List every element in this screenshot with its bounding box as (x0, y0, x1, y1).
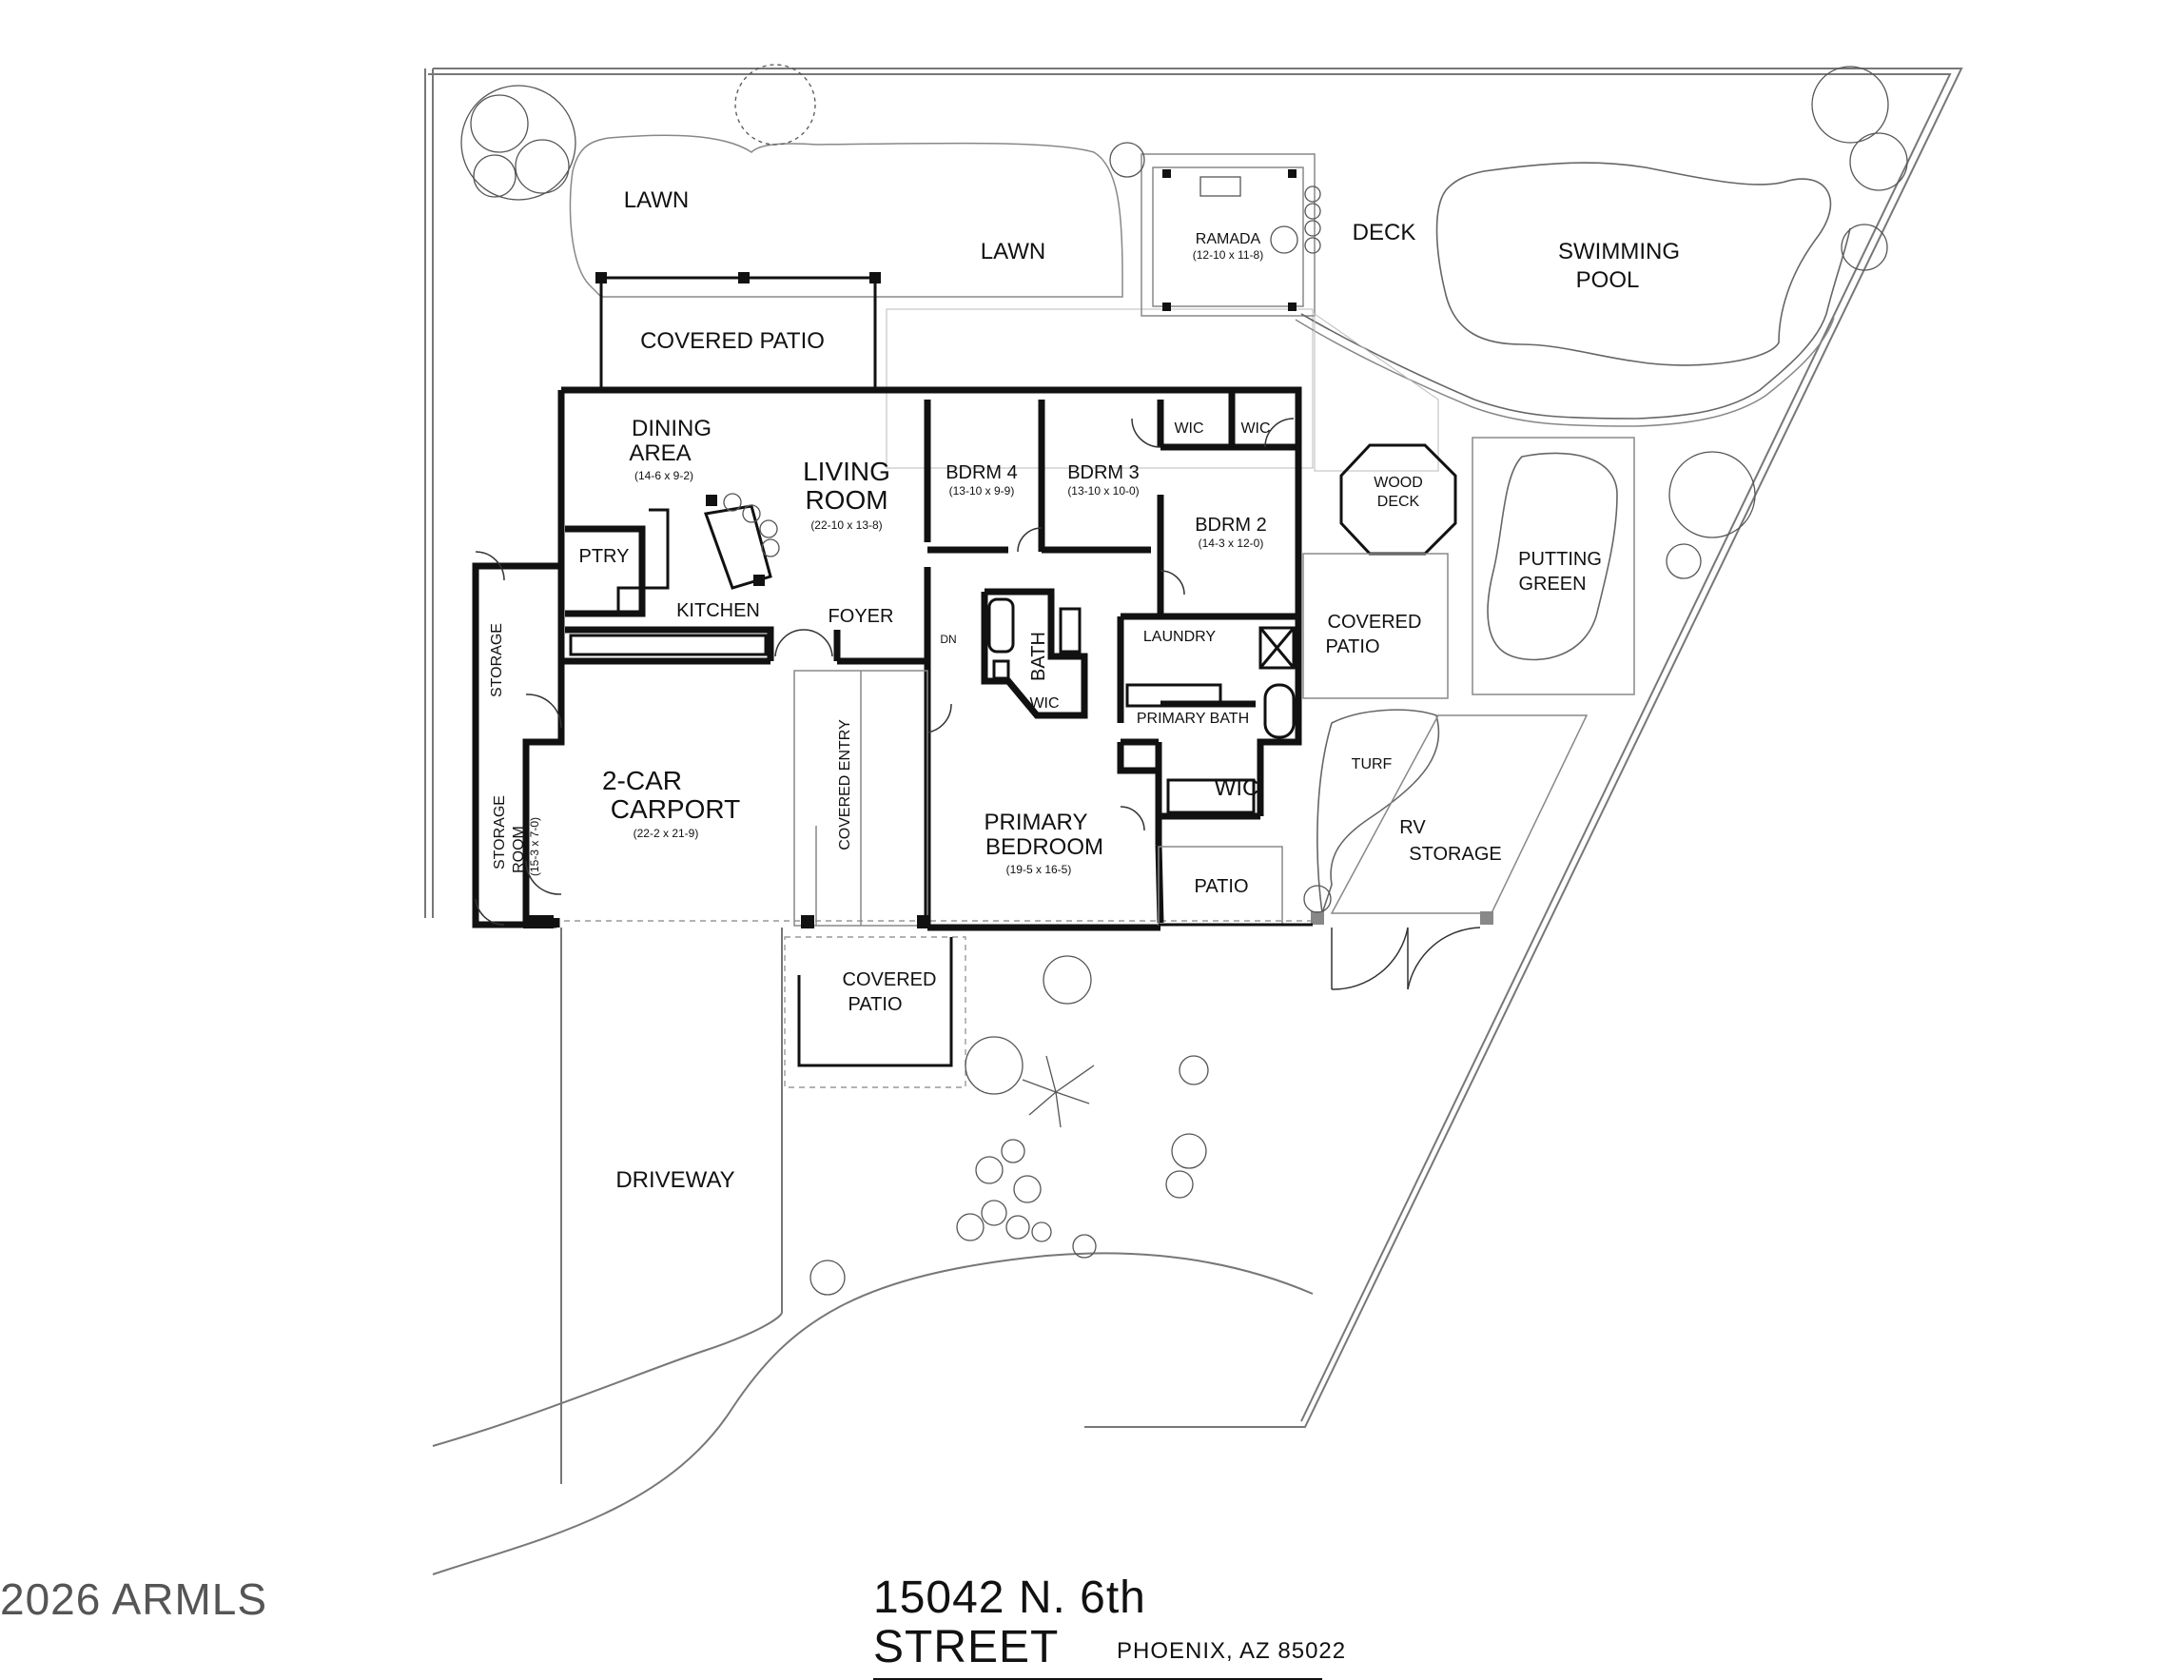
label-ramada: RAMADA (1196, 231, 1261, 247)
label-turf: TURF (1352, 756, 1393, 772)
label-covered-patio-side-2: PATIO (1325, 636, 1379, 657)
driveway (533, 920, 1313, 1484)
label-kitchen: KITCHEN (676, 600, 760, 621)
swimming-pool (1295, 162, 1851, 427)
label-laundry: LAUNDRY (1143, 629, 1217, 645)
shrub-cluster (956, 1139, 1052, 1242)
label-primary-bath: PRIMARY BATH (1137, 711, 1249, 727)
label-carport-1: 2-CAR (602, 766, 682, 795)
side-covered-patio (1302, 553, 1449, 699)
label-bdrm2-dim: (14-3 x 12-0) (1199, 537, 1264, 550)
label-wic-4: WIC (1215, 775, 1259, 801)
label-bath: BATH (1028, 632, 1049, 681)
label-dining-2: AREA (629, 440, 691, 466)
label-driveway: DRIVEWAY (615, 1167, 734, 1193)
label-ramada-dim: (12-10 x 11-8) (1193, 248, 1263, 262)
label-wood-deck-1: WOOD (1374, 475, 1423, 491)
ramada (1141, 153, 1321, 317)
label-covered-entry: COVERED ENTRY (837, 719, 853, 850)
label-patio: PATIO (1194, 876, 1248, 897)
front-covered-patio (784, 936, 966, 1088)
label-dn: DN (940, 633, 956, 646)
label-primary-bed-2: BEDROOM (985, 834, 1103, 860)
label-dining-1: DINING (632, 416, 712, 441)
label-wic-2: WIC (1240, 420, 1270, 437)
label-primary-bed-1: PRIMARY (985, 810, 1088, 835)
label-carport-dim: (22-2 x 21-9) (634, 827, 699, 840)
label-covered-patio-front-1: COVERED (843, 969, 937, 990)
label-bdrm4-dim: (13-10 x 9-9) (949, 484, 1015, 498)
label-carport-2: CARPORT (611, 794, 740, 824)
label-storage-room-dim: (15-3 x 7-0) (528, 817, 541, 876)
label-wood-deck-2: DECK (1377, 494, 1420, 510)
doors (475, 418, 1295, 926)
label-living-2: ROOM (805, 485, 887, 515)
address-city: PHOENIX, AZ 85022 (1117, 1638, 1347, 1664)
rear-deck (1314, 313, 1439, 472)
label-putting-1: PUTTING (1518, 549, 1602, 570)
vegetation (460, 64, 1908, 1296)
putting-green (1472, 437, 1635, 695)
label-storage-room-1: STORAGE (492, 795, 508, 869)
label-pool-1: SWIMMING (1558, 239, 1680, 264)
label-putting-2: GREEN (1518, 574, 1586, 595)
copyright-watermark: 2026 ARMLS (0, 1574, 268, 1624)
label-covered-patio-front-2: PATIO (848, 994, 902, 1015)
kitchen-fixtures (569, 493, 780, 656)
label-storage: STORAGE (489, 623, 505, 697)
label-rv-2: STORAGE (1409, 844, 1501, 865)
label-rv-1: RV (1399, 817, 1426, 838)
lot-boundary (424, 68, 1963, 1575)
label-wic-1: WIC (1174, 420, 1203, 437)
starburst-plant (1022, 1055, 1095, 1128)
label-ptry: PTRY (579, 546, 630, 567)
covered-entry (523, 670, 930, 928)
label-bdrm2: BDRM 2 (1195, 515, 1267, 536)
label-living-1: LIVING (803, 457, 890, 486)
label-bdrm3: BDRM 3 (1067, 462, 1140, 483)
label-foyer: FOYER (829, 606, 894, 627)
label-living-dim: (22-10 x 13-8) (810, 518, 882, 532)
label-bdrm3-dim: (13-10 x 10-0) (1067, 484, 1139, 498)
label-covered-patio-side-1: COVERED (1328, 612, 1422, 633)
label-storage-room-2: ROOM (511, 826, 527, 873)
label-covered-patio-rear: COVERED PATIO (640, 328, 825, 354)
room-labels: LAWN LAWN RAMADA (12-10 x 11-8) DECK SWI… (489, 187, 1680, 1193)
label-bdrm4: BDRM 4 (946, 462, 1018, 483)
label-primary-bed-dim: (19-5 x 16-5) (1006, 863, 1072, 876)
turf-rv-area (1311, 709, 1589, 990)
label-dining-dim: (14-6 x 9-2) (634, 469, 693, 482)
label-pool-2: POOL (1576, 267, 1640, 293)
label-deck: DECK (1353, 220, 1416, 245)
rear-patio (1158, 846, 1313, 927)
label-lawn-2: LAWN (981, 239, 1045, 264)
address-block: 15042 N. 6th STREET PHOENIX, AZ 85022 (873, 1573, 1345, 1680)
label-wic-3: WIC (1029, 695, 1059, 712)
bath-fixtures (987, 597, 1296, 814)
label-lawn-1: LAWN (624, 187, 689, 213)
